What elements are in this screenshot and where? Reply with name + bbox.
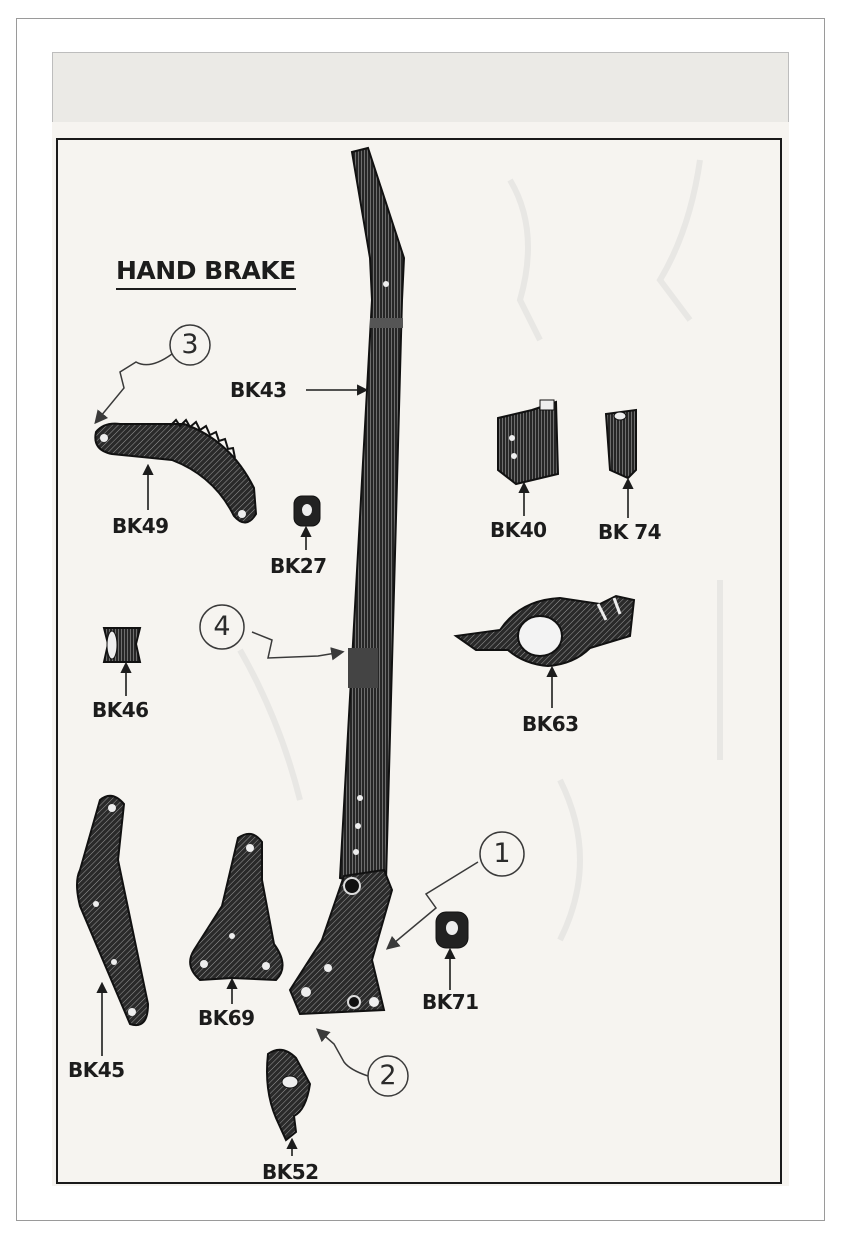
- callout-4: 4: [213, 611, 231, 642]
- part-label-bk27: BK27: [270, 554, 327, 578]
- callout-2: 2: [379, 1060, 397, 1091]
- lever-bk43-drawing: [288, 146, 406, 1016]
- arm-bk63-drawing: [453, 594, 636, 668]
- block-bk40-drawing: [497, 399, 560, 486]
- plate-bk69-drawing: [189, 832, 284, 982]
- bush-bk27-drawing: [293, 495, 321, 527]
- part-label-bk43: BK43: [230, 378, 287, 402]
- show-through-ghosts: [237, 159, 723, 942]
- callout-1: 1: [493, 838, 511, 869]
- part-label-bk46: BK46: [92, 698, 149, 722]
- part-label-bk63: BK63: [522, 712, 579, 736]
- part-label-bk49: BK49: [112, 514, 169, 538]
- callout-3: 3: [181, 329, 199, 360]
- page-title: HAND BRAKE: [116, 256, 296, 290]
- label-arrows: [96, 384, 634, 1156]
- pawl-bk52-drawing: [266, 1048, 312, 1142]
- part-label-bk40: BK40: [490, 518, 547, 542]
- block-bk74-drawing: [604, 408, 637, 480]
- pen-annotations: [94, 324, 525, 1097]
- plate-bk45-drawing: [76, 794, 150, 1026]
- quadrant-bk49-drawing: [94, 418, 258, 524]
- part-label-bk52: BK52: [262, 1160, 319, 1184]
- paper-sheet: [52, 122, 789, 1186]
- part-label-bk45: BK45: [68, 1058, 125, 1082]
- bush-bk71-drawing: [435, 911, 469, 949]
- outer-frame: [16, 18, 825, 1221]
- spool-bk46-drawing: [102, 627, 142, 663]
- part-label-bk69: BK69: [198, 1006, 255, 1030]
- plate-border: [56, 138, 782, 1184]
- part-label-bk74: BK 74: [598, 520, 662, 544]
- part-label-bk71: BK71: [422, 990, 479, 1014]
